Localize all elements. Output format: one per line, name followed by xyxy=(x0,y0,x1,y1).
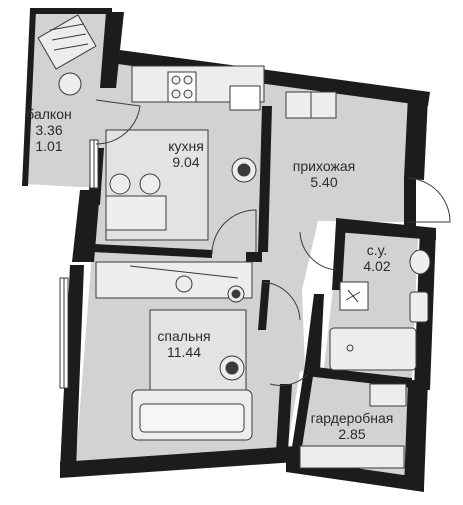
kitchen-label: кухня 9.04 xyxy=(156,138,216,170)
kitchen-chair-1 xyxy=(109,173,131,195)
desk-chair xyxy=(175,275,193,293)
hallway-right-wall xyxy=(404,176,416,226)
hallway-label: прихожая 5.40 xyxy=(286,158,362,190)
bottom-wall xyxy=(60,446,296,478)
hall-entry-door xyxy=(211,209,257,255)
wardrobe-door xyxy=(269,373,309,387)
wardrobe-top-wall xyxy=(306,366,412,388)
balcony-right-wall xyxy=(100,12,124,88)
wardrobe-shelf-bottom xyxy=(299,445,405,469)
balcony-chair xyxy=(37,14,97,70)
bedroom-label: спальня 11.44 xyxy=(148,328,220,360)
kitchen-hall-wall xyxy=(258,106,272,252)
bedroom-furniture xyxy=(95,261,253,441)
cooktop xyxy=(167,71,197,103)
sink xyxy=(409,291,429,323)
kitchen-sink xyxy=(229,85,261,111)
top-wall xyxy=(118,50,430,106)
door-swings xyxy=(95,99,451,387)
bathroom-label: с.у. 4.02 xyxy=(352,242,402,274)
wardrobe-name: гардеробная xyxy=(310,410,394,426)
bathroom-name: с.у. xyxy=(366,242,388,258)
balcony-furniture xyxy=(37,14,97,96)
kitchen-door xyxy=(95,99,141,145)
bedroom-hall-wall xyxy=(258,280,270,330)
wardrobe-furniture xyxy=(299,383,407,469)
balcony-name: балкон xyxy=(26,106,72,122)
bathtub xyxy=(329,327,417,371)
bedroom-wardrobe-wall xyxy=(276,384,292,452)
hallway-area: 5.40 xyxy=(310,174,338,190)
balcony-top-wall xyxy=(30,8,112,14)
toilet xyxy=(409,249,431,275)
bathroom-fixtures xyxy=(329,249,431,371)
bathroom-left-wall-2 xyxy=(304,294,324,372)
balcony-table xyxy=(58,72,82,96)
kitchen-table xyxy=(105,195,167,231)
balcony-area-2: 1.01 xyxy=(35,138,63,154)
bathroom-top-wall xyxy=(336,218,436,240)
kitchen-furniture xyxy=(105,65,337,241)
right-wall-upper xyxy=(404,96,428,180)
balcony-left-wall xyxy=(22,10,36,186)
bedroom-desk xyxy=(95,261,253,299)
bedroom-name: спальня xyxy=(157,328,211,344)
wardrobe-label: гардеробная 2.85 xyxy=(304,410,400,442)
wardrobe-area: 2.85 xyxy=(338,426,366,442)
bathroom-area: 4.02 xyxy=(363,258,391,274)
wardrobe-left-wall xyxy=(290,370,314,460)
wardrobe-shelf-top xyxy=(369,383,407,407)
wardrobe-right-wall xyxy=(404,380,428,488)
kitchen-counter xyxy=(131,65,265,103)
bathroom-left-wall xyxy=(332,222,346,290)
left-wall-lower xyxy=(60,265,84,470)
bathroom-door xyxy=(299,231,337,271)
bedroom-door xyxy=(261,281,301,321)
left-wall-mid xyxy=(72,190,100,262)
hallway-name: прихожая xyxy=(292,158,356,174)
kitchen-area: 9.04 xyxy=(172,154,200,170)
windows xyxy=(59,139,99,389)
kitchen-name: кухня xyxy=(168,138,204,154)
balcony-floor xyxy=(25,12,108,188)
kitchen-chair-2 xyxy=(139,173,161,195)
bedroom-area: 11.44 xyxy=(167,344,201,360)
kitchen-bedroom-wall-2 xyxy=(246,252,262,262)
front-door xyxy=(407,177,451,223)
balcony-label: балкон 3.36 1.01 xyxy=(16,106,82,154)
balcony-area: 3.36 xyxy=(35,122,63,138)
kitchen-bedroom-wall xyxy=(92,244,212,258)
